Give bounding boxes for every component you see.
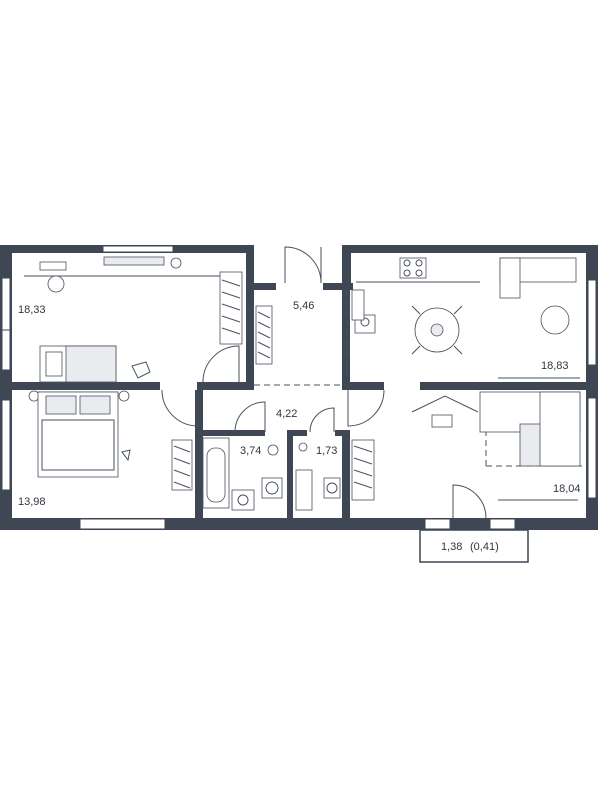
furniture-kitchen xyxy=(351,257,580,379)
room-area-wc: 1,73 xyxy=(316,445,337,457)
windows xyxy=(1,245,597,530)
furniture-bedroom-bottom xyxy=(28,390,193,491)
balcony xyxy=(419,529,529,563)
room-area-bedroom-bottom: 13,98 xyxy=(18,496,46,508)
furniture-bathroom xyxy=(202,437,341,511)
room-area-corridor: 4,22 xyxy=(276,408,297,420)
doors xyxy=(161,246,487,519)
balcony-area: 1,38 xyxy=(441,541,462,553)
room-area-bedroom-top: 18,33 xyxy=(18,304,46,316)
area-labels: 18,33 5,46 18,83 4,22 3,74 1,73 13,98 18… xyxy=(18,300,581,553)
room-area-hall: 5,46 xyxy=(293,300,314,312)
room-area-bath: 3,74 xyxy=(240,445,261,457)
room-area-kitchen-living: 18,83 xyxy=(541,360,569,372)
furniture-bedroom-top xyxy=(24,256,243,383)
room-area-living: 18,04 xyxy=(553,483,581,495)
furniture-living xyxy=(351,391,581,501)
balcony-area-reduced: (0,41) xyxy=(470,541,499,553)
furniture-hall xyxy=(255,305,273,365)
